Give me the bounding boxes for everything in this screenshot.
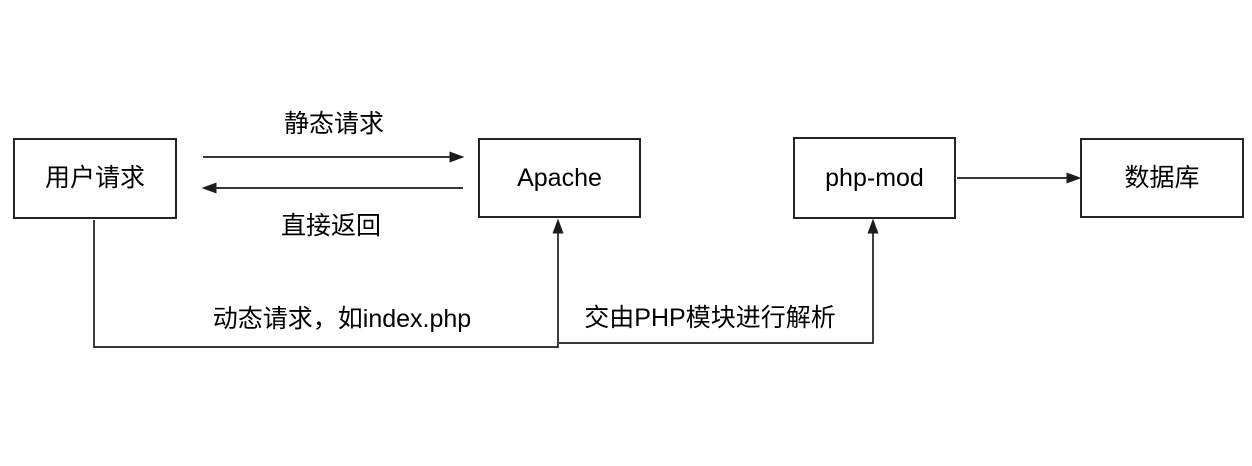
node-apache-label: Apache <box>517 163 602 192</box>
edge-label-static-request: 静态请求 <box>281 109 387 139</box>
node-user-request: 用户请求 <box>13 138 177 219</box>
node-database-label: 数据库 <box>1124 163 1200 192</box>
edge-label-php-parse: 交由PHP模块进行解析 <box>582 303 838 333</box>
arrowhead-phpmod-database <box>1066 172 1082 184</box>
arrowhead-direct-return <box>201 182 217 194</box>
arrowhead-php-parse <box>867 218 879 234</box>
connector-php-parse <box>559 233 874 344</box>
node-apache: Apache <box>478 138 641 218</box>
edge-label-direct-return: 直接返回 <box>278 211 384 241</box>
node-user-request-label: 用户请求 <box>44 164 145 192</box>
arrowhead-static-request <box>449 151 465 163</box>
node-php-mod: php-mod <box>793 137 956 219</box>
edge-label-dynamic-request: 动态请求，如index.php <box>210 304 474 334</box>
node-database: 数据库 <box>1080 138 1244 218</box>
node-php-mod-label: php-mod <box>825 163 924 192</box>
connector-dynamic-request <box>93 220 559 348</box>
arrowhead-dynamic-request <box>552 218 564 234</box>
